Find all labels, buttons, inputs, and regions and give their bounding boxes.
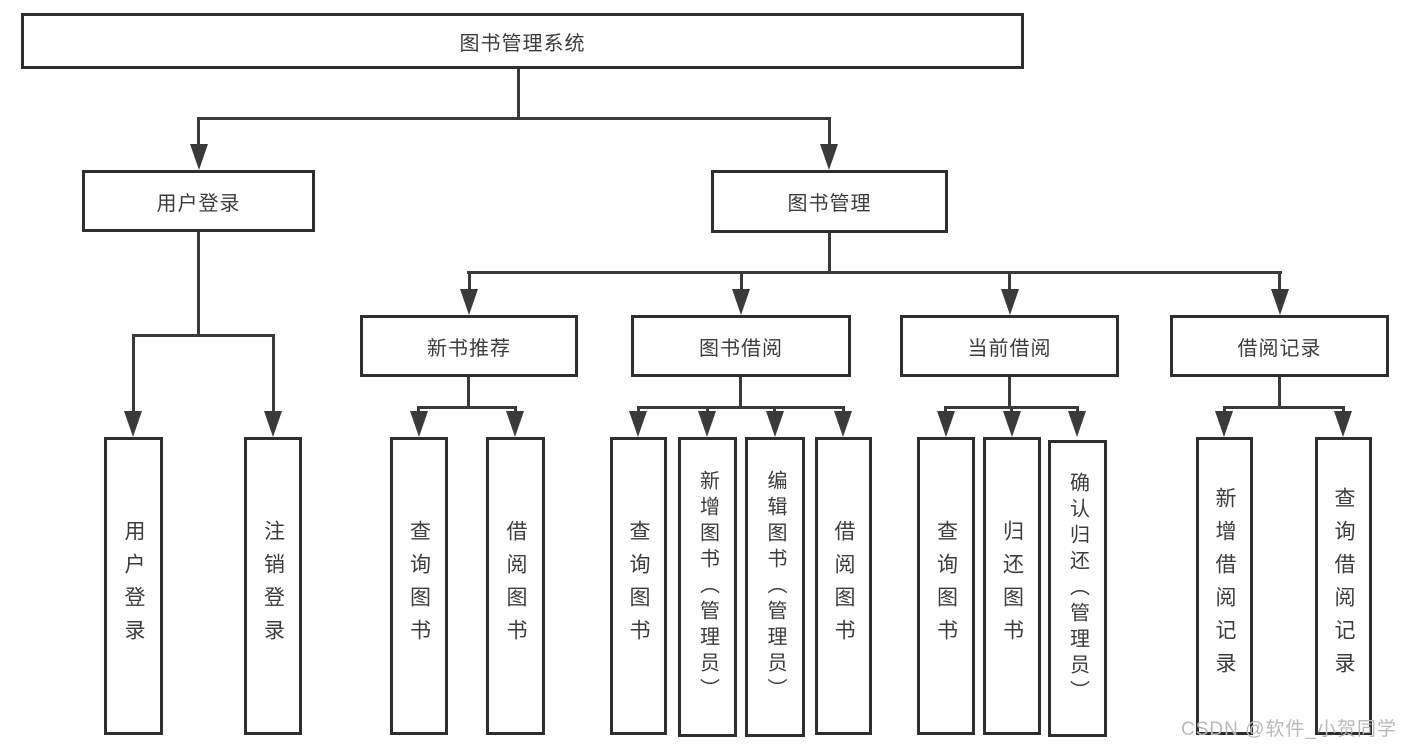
connector-line — [739, 377, 742, 409]
leaf-borrow-books: 借阅图书 — [486, 437, 545, 735]
arrow-down-icon — [190, 144, 208, 170]
leaf-query-books: 查询图书 — [917, 437, 975, 735]
arrow-down-icon — [1271, 289, 1289, 315]
arrow-down-icon — [1215, 411, 1233, 437]
node-book-borrow: 图书借阅 — [631, 315, 851, 377]
node-label: 编辑图书（管理员） — [764, 470, 786, 704]
node-label: 用户登录 — [156, 192, 241, 215]
connector-line — [197, 232, 200, 337]
node-label: 新书推荐 — [427, 337, 511, 360]
node-library-management-system: 图书管理系统 — [21, 13, 1024, 69]
node-label: 借阅图书 — [832, 520, 855, 652]
leaf-user-login: 用户登录 — [104, 437, 163, 735]
connector-line — [467, 271, 1282, 274]
arrow-down-icon — [820, 144, 838, 170]
leaf-edit-books-admin: 编辑图书（管理员） — [745, 437, 805, 737]
leaf-query-books: 查询图书 — [610, 437, 667, 735]
connector-line — [828, 117, 831, 147]
connector-line — [1342, 406, 1345, 414]
node-label: 确认归还（管理员） — [1066, 471, 1089, 706]
connector-line — [468, 271, 471, 291]
connector-line — [1223, 406, 1226, 414]
connector-line — [740, 271, 743, 291]
node-current-borrow: 当前借阅 — [900, 315, 1119, 377]
connector-line — [706, 406, 709, 414]
watermark: CSDN @软件_小贺同学 — [1181, 719, 1397, 740]
connector-line — [517, 69, 520, 120]
arrow-down-icon — [766, 411, 784, 437]
arrow-down-icon — [698, 411, 716, 437]
arrow-down-icon — [1334, 411, 1352, 437]
arrow-down-icon — [1001, 289, 1019, 315]
connector-line — [197, 117, 831, 120]
connector-line — [773, 406, 776, 414]
leaf-query-books: 查询图书 — [390, 437, 448, 735]
leaf-confirm-return-admin: 确认归还（管理员） — [1048, 440, 1107, 737]
arrow-down-icon — [732, 289, 750, 315]
connector-line — [132, 334, 135, 414]
node-label: 查询图书 — [934, 520, 958, 652]
connector-line — [828, 233, 831, 274]
connector-line — [1278, 271, 1281, 291]
connector-line — [1223, 406, 1345, 409]
node-label: 借阅图书 — [504, 520, 527, 652]
node-label: 图书借阅 — [699, 337, 783, 360]
node-label: 新增借阅记录 — [1213, 487, 1236, 685]
node-label: 图书管理系统 — [459, 32, 586, 55]
connector-line — [637, 406, 845, 409]
leaf-query-borrow-record: 查询借阅记录 — [1315, 437, 1372, 735]
arrow-down-icon — [1003, 411, 1021, 437]
node-label: 用户登录 — [122, 520, 145, 652]
connector-line — [467, 377, 470, 409]
leaf-return-books: 归还图书 — [983, 437, 1041, 735]
connector-line — [417, 406, 517, 409]
connector-line — [514, 406, 517, 414]
leaf-borrow-books: 借阅图书 — [815, 437, 872, 735]
arrow-down-icon — [629, 411, 647, 437]
node-borrow-records: 借阅记录 — [1170, 315, 1389, 377]
connector-line — [272, 334, 275, 414]
arrow-down-icon — [264, 411, 282, 437]
connector-line — [842, 406, 845, 414]
arrow-down-icon — [124, 411, 142, 437]
connector-line — [1008, 271, 1011, 291]
node-label: 查询图书 — [627, 520, 650, 652]
node-label: 借阅记录 — [1237, 337, 1322, 360]
connector-line — [197, 117, 200, 147]
node-label: 查询图书 — [407, 520, 431, 652]
node-label: 当前借阅 — [967, 337, 1052, 360]
leaf-add-borrow-record: 新增借阅记录 — [1196, 437, 1253, 735]
node-label: 注销登录 — [261, 520, 285, 652]
arrow-down-icon — [410, 411, 428, 437]
arrow-down-icon — [506, 411, 524, 437]
connector-line — [1008, 377, 1011, 409]
node-user-login: 用户登录 — [82, 170, 315, 232]
node-new-book-recommend: 新书推荐 — [360, 315, 578, 377]
connector-line — [417, 406, 420, 414]
connector-line — [132, 334, 275, 337]
connector-line — [637, 406, 640, 414]
node-label: 新增图书（管理员） — [696, 470, 719, 704]
connector-line — [1076, 406, 1079, 414]
leaf-logout: 注销登录 — [244, 437, 302, 735]
node-label: 图书管理 — [787, 193, 872, 215]
arrow-down-icon — [937, 411, 955, 437]
arrow-down-icon — [460, 289, 478, 315]
node-label: 查询借阅记录 — [1332, 487, 1355, 685]
connector-line — [944, 406, 947, 414]
node-label: 归还图书 — [1000, 520, 1024, 652]
connector-line — [1010, 406, 1013, 414]
arrow-down-icon — [1068, 411, 1086, 437]
arrow-down-icon — [834, 411, 852, 437]
leaf-add-books-admin: 新增图书（管理员） — [678, 437, 737, 737]
connector-line — [1278, 377, 1281, 409]
node-book-management: 图书管理 — [711, 170, 948, 233]
